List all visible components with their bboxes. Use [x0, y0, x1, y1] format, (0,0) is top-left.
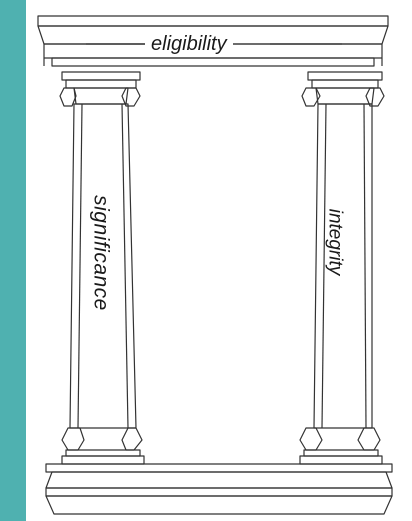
- stylobate: [46, 464, 392, 514]
- integrity-label: integrity: [326, 209, 345, 276]
- left-base: [62, 428, 144, 464]
- significance-label: significance: [91, 195, 112, 311]
- left-capital: [60, 72, 140, 106]
- right-capital: [302, 72, 384, 106]
- eligibility-label: eligibility: [145, 34, 233, 54]
- right-base: [300, 428, 382, 464]
